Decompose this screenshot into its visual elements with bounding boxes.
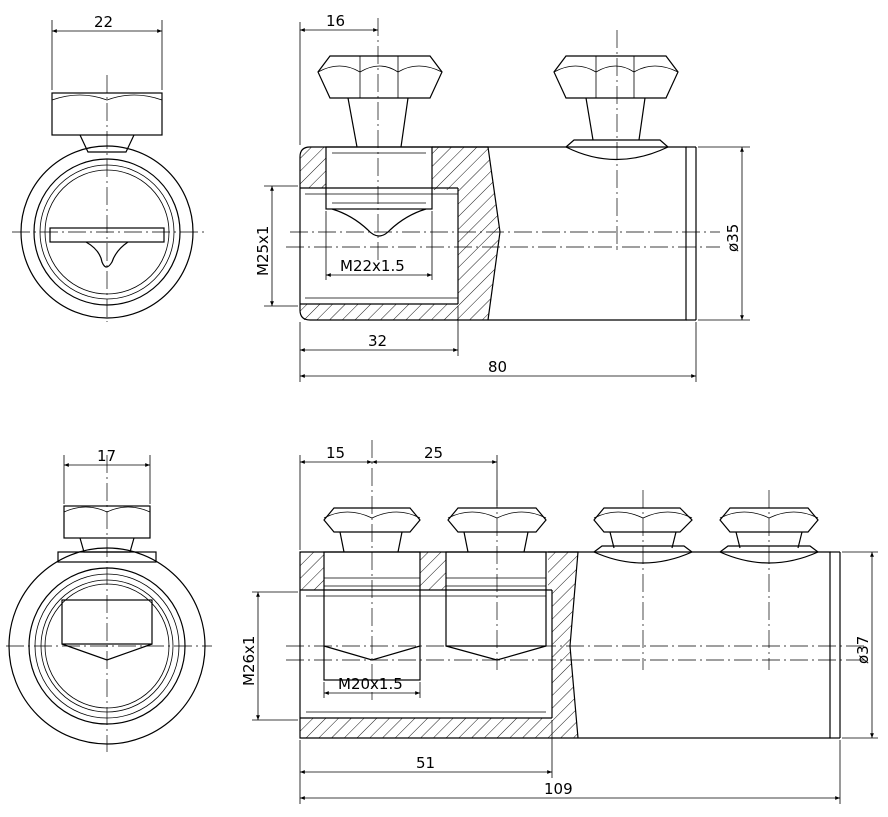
top-bolt1-tip <box>331 208 427 237</box>
bottom-dim-bolt-pitch: 25 <box>424 444 443 462</box>
top-end-view: 22 <box>12 13 206 322</box>
top-dim-diameter: ø35 <box>724 224 742 252</box>
top-bolt1-nut <box>325 146 433 210</box>
top-section-view: 16 32 80 ø35 M25x1 M22x1.5 <box>254 12 750 382</box>
bottom-dim-total-length: 109 <box>544 780 573 798</box>
bottom-end-view: 17 <box>6 447 212 752</box>
bottom-hatch-bottom <box>300 718 552 738</box>
bottom-boltC-head <box>593 507 693 533</box>
top-end-bolt-tip-cone <box>85 241 129 268</box>
top-end-dim-bolt-width: 22 <box>94 13 113 31</box>
top-thread-outer: M25x1 <box>254 226 272 276</box>
bottom-hatch-top <box>300 552 324 590</box>
bottom-end-dim-bolt-width: 17 <box>97 447 116 465</box>
bottom-section-view: 15 25 51 109 ø37 M26x1 M20x1.5 <box>240 440 878 804</box>
bottom-boltB-nut <box>445 551 547 647</box>
top-thread-bolt: M22x1.5 <box>340 257 405 275</box>
top-end-bolt-neck <box>79 134 135 153</box>
top-bolt1-head <box>317 55 443 99</box>
bottom-thread-bolt: M20x1.5 <box>338 675 403 693</box>
top-end-bolt-head-arcs <box>51 94 163 101</box>
bottom-boltB-head <box>447 507 547 533</box>
top-dim-bolt-offset: 16 <box>326 12 345 30</box>
bottom-dim-diameter: ø37 <box>854 636 872 664</box>
top-bolt2-head <box>553 55 679 99</box>
top-dim-total-length: 80 <box>488 358 507 376</box>
bottom-thread-outer: M26x1 <box>240 636 258 686</box>
top-bolt1-stem <box>347 97 409 148</box>
bottom-dim-bolt-offset: 15 <box>326 444 345 462</box>
bottom-boltC-saddle <box>592 545 694 564</box>
bottom-dim-thread-depth: 51 <box>416 754 435 772</box>
bottom-hatch-wall <box>548 552 578 738</box>
top-bolt2-stem <box>585 97 646 141</box>
bottom-boltD-saddle <box>718 545 820 564</box>
top-hatch-wall <box>432 147 500 320</box>
top-bolt2-saddle <box>564 139 670 160</box>
bottom-boltA-head <box>323 507 421 533</box>
bottom-boltD-head <box>719 507 819 533</box>
top-dim-thread-depth: 32 <box>368 332 387 350</box>
top-hatch-bottom <box>300 304 458 320</box>
top-hatch-top <box>300 147 326 188</box>
